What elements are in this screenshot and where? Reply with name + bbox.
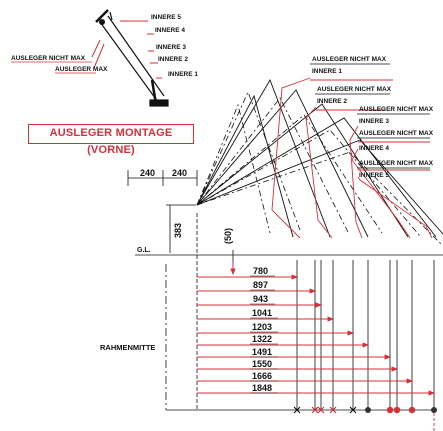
thumb-label-ausleger-nicht-max: AUSLEGER NICHT MAX [11, 55, 86, 62]
distance-1041: 1041 [252, 308, 272, 318]
dim-383: 383 [173, 223, 183, 238]
thumb-label-innere-1: INNERE 1 [168, 71, 198, 78]
thumb-label-innere-3: INNERE 3 [156, 44, 186, 51]
crane-thumbnail: INNERE 5 INNERE 4 INNERE 3 INNERE 2 INNE… [11, 9, 198, 107]
boom-label-5-line1: AUSLEGER NICHT MAX [359, 160, 434, 167]
boom-label-2-line2: INNERE 2 [317, 98, 347, 105]
distance-1491: 1491 [252, 347, 272, 357]
distance-1848: 1848 [252, 383, 272, 393]
boom-label-2-line1: AUSLEGER NICHT MAX [317, 86, 392, 93]
boom-label-4-line1: AUSLEGER NICHT MAX [359, 130, 434, 137]
boom-envelope-dashed [196, 90, 443, 247]
hook-icon [99, 19, 105, 25]
page-title: AUSLEGER MONTAGE (VORNE) [28, 124, 194, 156]
distance-1322: 1322 [252, 334, 272, 344]
thumb-label-innere-5: INNERE 5 [151, 14, 181, 21]
ground-line-label: G.L. [137, 247, 151, 254]
distance-897: 897 [253, 280, 268, 290]
dim-240-right: 240 [172, 168, 187, 178]
thumb-label-innere-2: INNERE 2 [158, 56, 188, 63]
distance-1666: 1666 [252, 371, 272, 381]
dimension-lines [127, 170, 443, 411]
distance-arrows [197, 262, 436, 396]
distance-labels: 780 897 943 1041 1203 1322 1491 1550 166… [250, 266, 278, 394]
boom-label-4-line2: INNERE 4 [359, 145, 389, 152]
boom-label-3-line1: AUSLEGER NICHT MAX [359, 106, 434, 113]
thumb-label-innere-4: INNERE 4 [155, 27, 185, 34]
boom-label-5-line2: INNERE 5 [359, 172, 389, 179]
boom-label-1-line2: INNERE 1 [312, 68, 342, 75]
thumb-label-ausleger-max: AUSLEGER MAX [55, 66, 108, 73]
distance-1203: 1203 [252, 322, 272, 332]
distance-1550: 1550 [252, 359, 272, 369]
boom-label-leaders [271, 77, 433, 239]
distance-943: 943 [253, 294, 268, 304]
boom-envelope [196, 78, 443, 238]
baseline-markers [293, 406, 437, 431]
boom-labels: AUSLEGER NICHT MAX INNERE 1 AUSLEGER NIC… [310, 56, 434, 179]
dim-240-left: 240 [140, 168, 155, 178]
boom-label-1-line1: AUSLEGER NICHT MAX [312, 56, 387, 63]
distance-780: 780 [253, 266, 268, 276]
boom-label-3-line2: INNERE 3 [359, 118, 389, 125]
rahmenmitte-label: RAHMENMITTE [100, 343, 155, 352]
dim-offset-50: (50) [223, 228, 233, 244]
